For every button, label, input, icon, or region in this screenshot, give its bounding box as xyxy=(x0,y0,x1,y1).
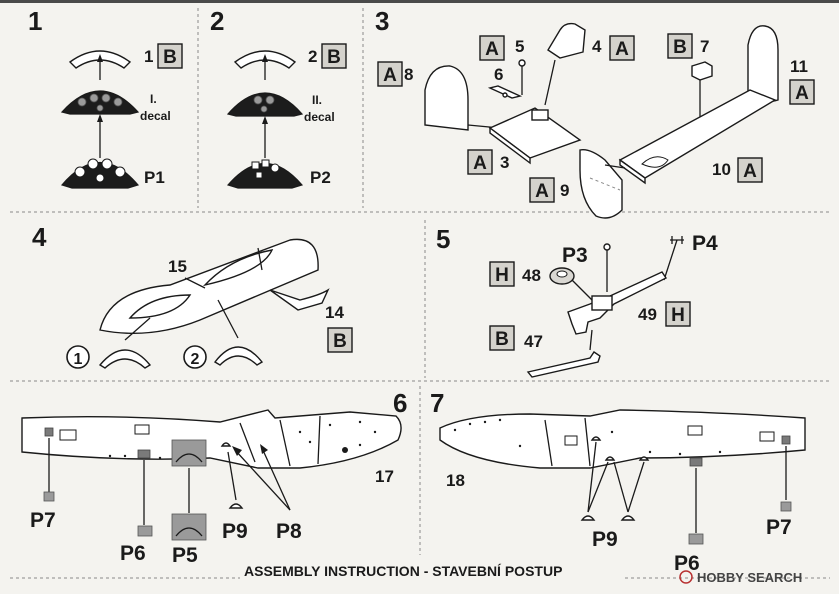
step-7: 7 18 P9 P6 P7 xyxy=(430,388,806,575)
front-bulkhead-part-9 xyxy=(579,149,623,219)
svg-text:decal: decal xyxy=(140,109,171,123)
svg-text:18: 18 xyxy=(446,471,465,490)
svg-text:II.: II. xyxy=(312,93,322,107)
step-1: 1 1 B I. decal P1 xyxy=(28,6,183,189)
photoetch-p5 xyxy=(171,513,207,541)
step-3: 3 A 8 A 5 6 4 A A 3 A 9 xyxy=(375,6,815,219)
svg-text:6: 6 xyxy=(494,65,503,84)
panel-p5-position xyxy=(171,439,207,467)
svg-text:A: A xyxy=(615,39,629,60)
svg-text:P7: P7 xyxy=(766,516,792,539)
svg-text:A: A xyxy=(535,181,549,202)
svg-text:H: H xyxy=(671,305,685,326)
sprue-box xyxy=(157,43,183,69)
svg-text:8: 8 xyxy=(404,65,413,84)
svg-text:10: 10 xyxy=(712,160,731,179)
step-number: 3 xyxy=(375,6,389,36)
svg-text:14: 14 xyxy=(325,303,344,322)
svg-text:HOBBY SEARCH: HOBBY SEARCH xyxy=(697,570,802,585)
step-2: 2 2 B II. decal P2 xyxy=(210,6,347,189)
svg-text:B: B xyxy=(673,37,687,58)
fuselage-half-18 xyxy=(439,409,806,469)
step-number: 1 xyxy=(28,6,42,36)
rivet-row xyxy=(453,418,722,456)
svg-text:P9: P9 xyxy=(592,528,618,551)
svg-text:B: B xyxy=(163,47,177,68)
svg-text:A: A xyxy=(485,39,499,60)
step-number: 7 xyxy=(430,388,444,418)
step-number: 2 xyxy=(210,6,224,36)
svg-text:H: H xyxy=(495,265,509,286)
svg-text:11: 11 xyxy=(790,57,808,76)
option-1-marker xyxy=(66,345,90,369)
svg-text:7: 7 xyxy=(700,37,709,56)
svg-text:A: A xyxy=(743,161,757,182)
svg-text:1: 1 xyxy=(144,47,153,66)
svg-text:9: 9 xyxy=(560,181,569,200)
svg-text:B: B xyxy=(495,329,509,350)
windscreen-option-1 xyxy=(98,349,152,369)
instrument-panel-dark xyxy=(60,90,140,115)
step-5: 5 P3 P4 H 48 49 H B 47 xyxy=(436,224,718,378)
svg-text:B: B xyxy=(327,47,341,68)
svg-text:2: 2 xyxy=(191,351,200,368)
svg-text:A: A xyxy=(383,65,397,86)
svg-text:B: B xyxy=(333,331,347,352)
canopy-part-15 xyxy=(99,238,319,335)
svg-text:49: 49 xyxy=(638,305,657,324)
photoetch-p7 xyxy=(780,501,792,512)
step-number: 6 xyxy=(393,388,407,418)
windscreen-option-2 xyxy=(213,346,264,366)
photoetch-p9-b xyxy=(620,515,636,521)
svg-text:P9: P9 xyxy=(222,520,248,543)
watermark-logo-icon xyxy=(679,570,693,584)
step-6: 6 17 P7 P6 P5 P9 xyxy=(21,388,407,567)
svg-text:P6: P6 xyxy=(674,552,700,575)
top-edge xyxy=(0,0,839,3)
step-number: 5 xyxy=(436,224,450,254)
photoetch-p9 xyxy=(228,503,244,509)
svg-text:I.: I. xyxy=(150,92,157,106)
watermark: HOBBY SEARCH xyxy=(679,570,802,585)
svg-text:15: 15 xyxy=(168,257,187,276)
sprue-box xyxy=(321,43,347,69)
step-number: 4 xyxy=(32,222,47,252)
svg-text:P3: P3 xyxy=(562,244,588,267)
rear-bulkhead-part-8 xyxy=(424,65,469,131)
photoetch-p9-a xyxy=(580,515,596,521)
svg-text:3: 3 xyxy=(500,153,509,172)
svg-text:P7: P7 xyxy=(30,509,56,532)
svg-text:P2: P2 xyxy=(310,168,331,187)
machine-gun-part-49 xyxy=(567,271,668,335)
svg-text:5: 5 xyxy=(515,37,524,56)
svg-text:4: 4 xyxy=(592,37,602,56)
seat-part-4 xyxy=(547,22,586,59)
svg-text:P4: P4 xyxy=(692,232,718,255)
svg-text:A: A xyxy=(473,153,487,174)
svg-text:47: 47 xyxy=(524,332,543,351)
svg-text:1: 1 xyxy=(74,351,83,368)
panel-back-part-11 xyxy=(747,25,779,103)
grid-dividers xyxy=(10,8,830,579)
svg-text:decal: decal xyxy=(304,110,335,124)
svg-text:48: 48 xyxy=(522,266,541,285)
svg-text:A: A xyxy=(795,83,809,104)
fuselage-half-17 xyxy=(21,409,402,469)
photoetch-p6 xyxy=(137,525,153,537)
svg-text:2: 2 xyxy=(308,47,317,66)
instrument-panel-dark xyxy=(226,92,304,117)
option-2-marker xyxy=(183,345,207,369)
svg-text:P6: P6 xyxy=(120,542,146,565)
part-14 xyxy=(269,288,330,311)
sheet-title: ASSEMBLY INSTRUCTION - STAVEBNÍ POSTUP xyxy=(244,563,562,579)
svg-text:P5: P5 xyxy=(172,544,198,567)
photoetch-p6 xyxy=(688,533,704,545)
gun-mount-part-47 xyxy=(526,351,601,378)
step-4: 4 15 14 B 1 2 xyxy=(32,222,353,369)
svg-text:17: 17 xyxy=(375,467,394,486)
svg-text:P1: P1 xyxy=(144,168,165,187)
svg-text:P8: P8 xyxy=(276,520,302,543)
photoetch-p7 xyxy=(43,491,55,502)
